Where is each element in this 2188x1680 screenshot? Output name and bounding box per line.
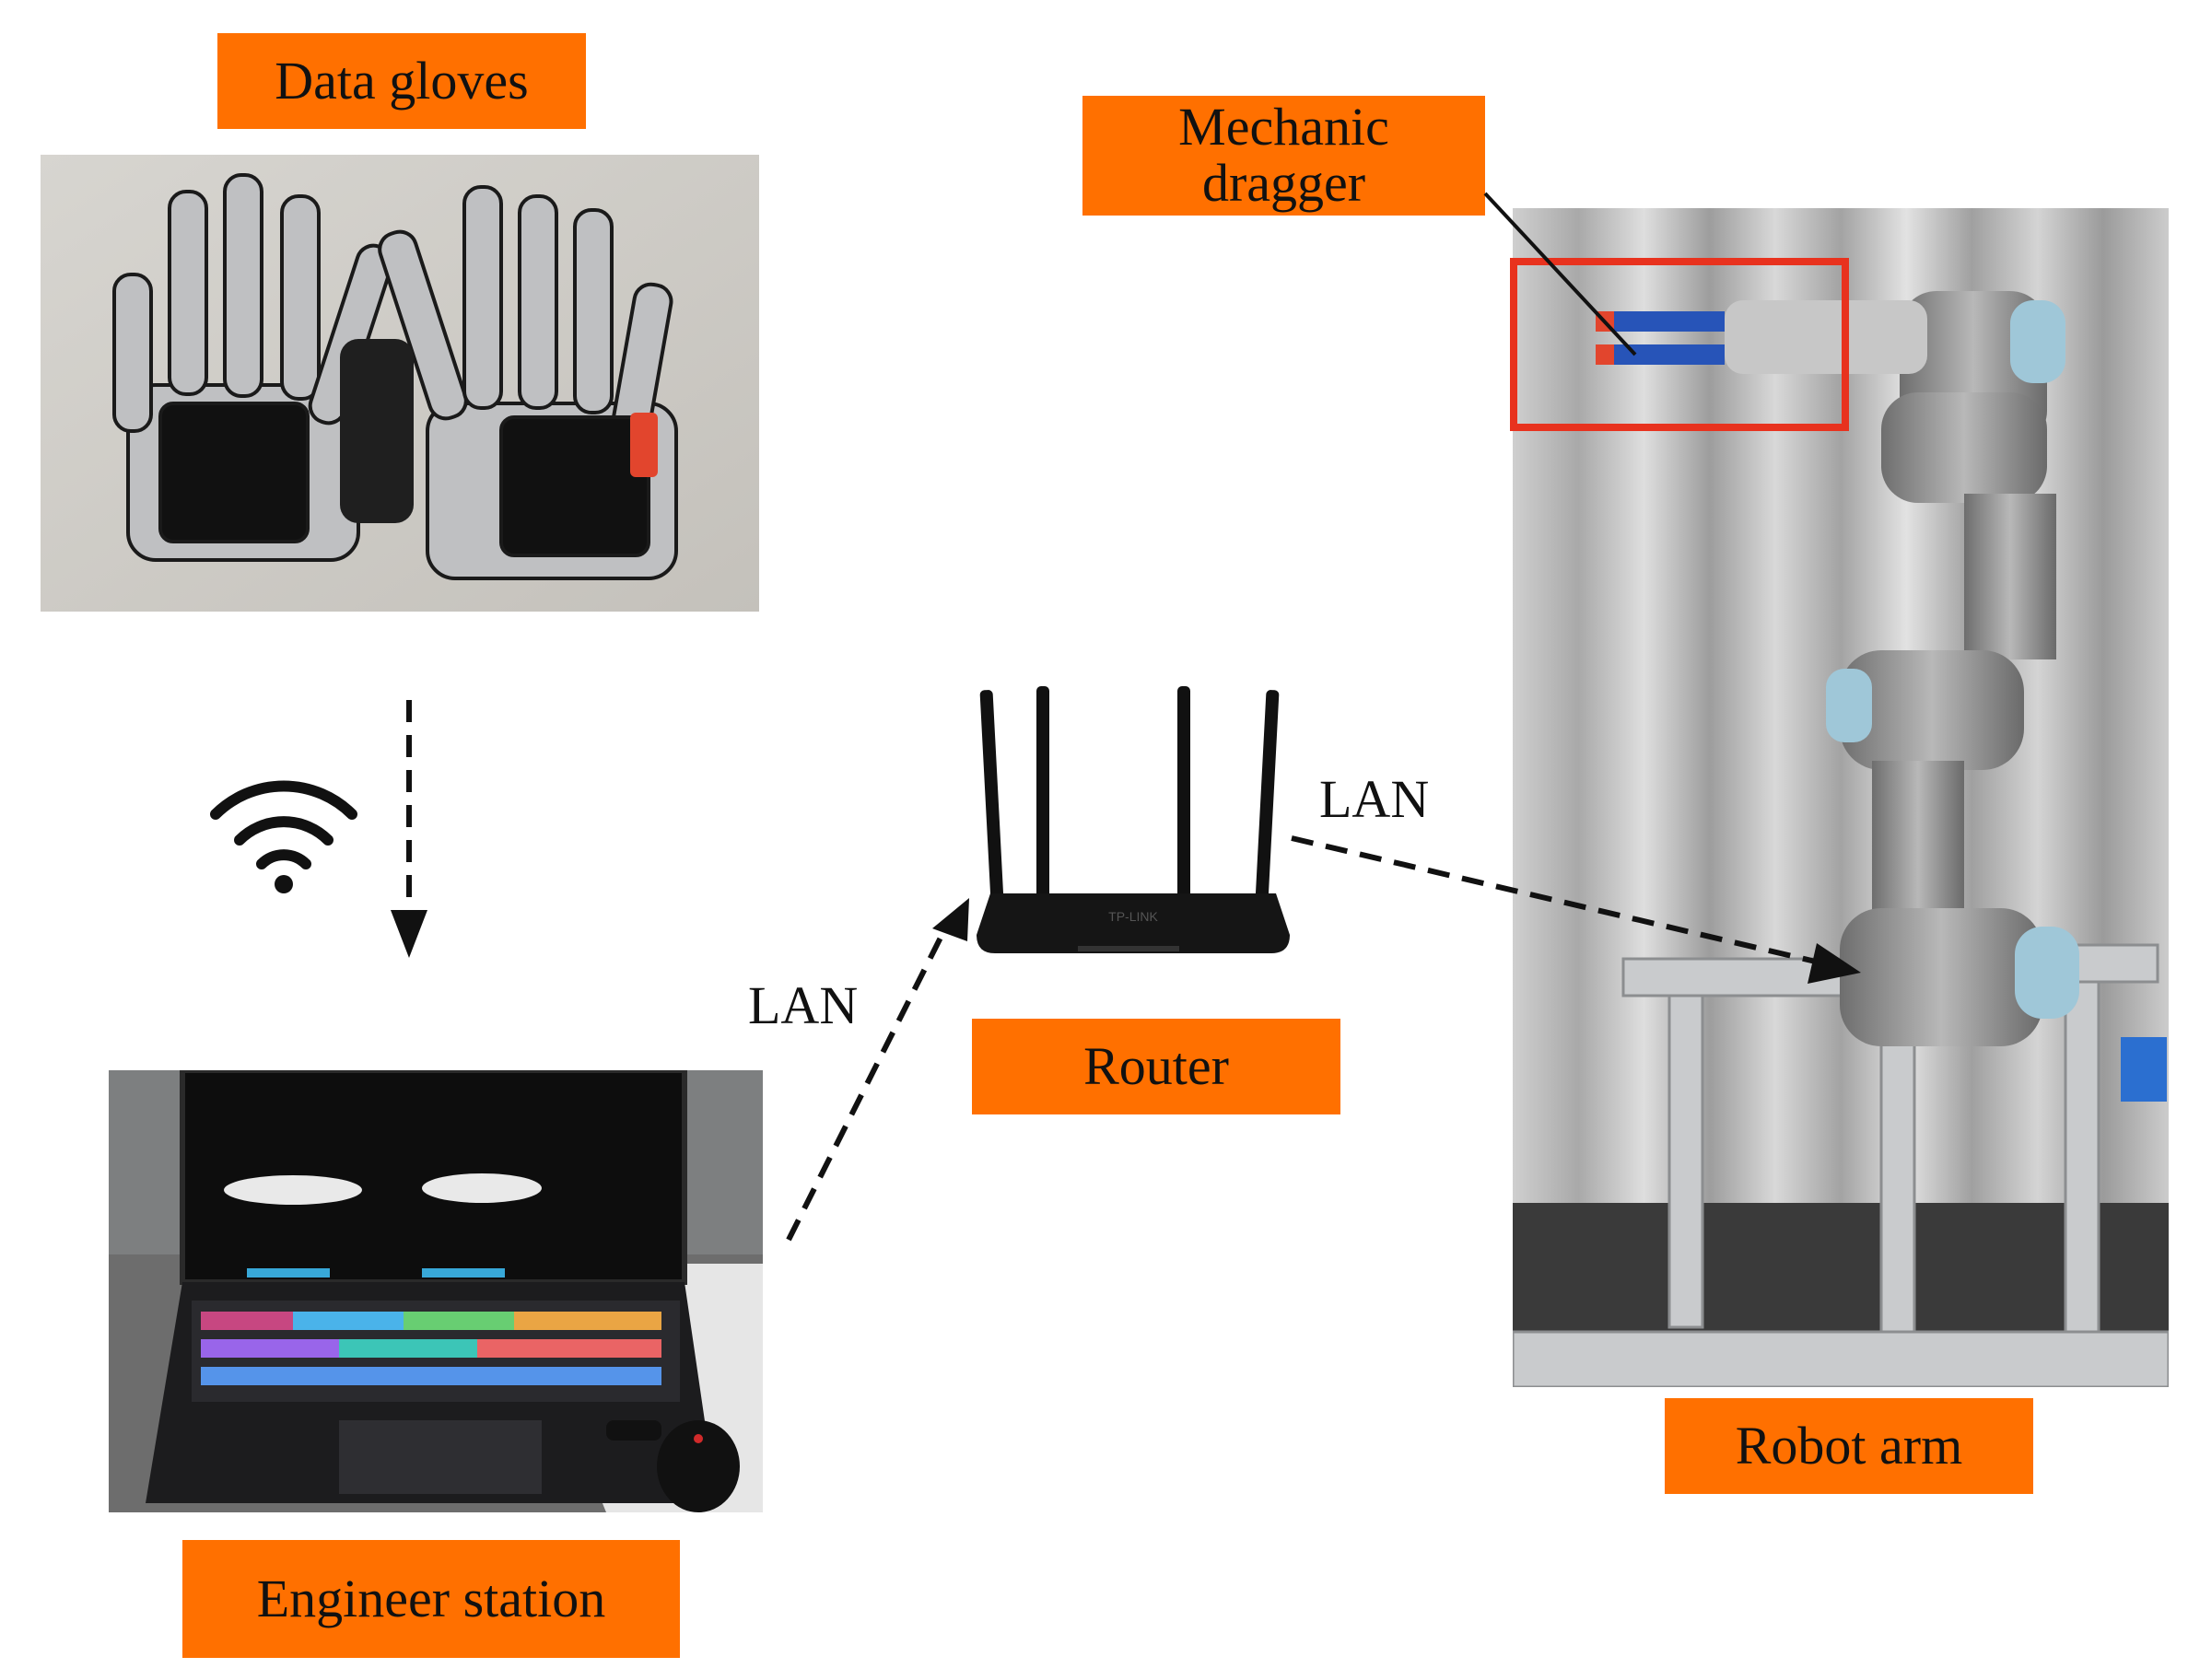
robot-arm-photo [1513, 208, 2169, 1387]
engineer-station-photo [109, 1070, 763, 1512]
station-to-router-arrow [786, 919, 952, 1242]
svg-text:TP-LINK: TP-LINK [1108, 909, 1158, 924]
router-label: Router [972, 1019, 1340, 1114]
router-photo: TP-LINK [967, 677, 1299, 990]
lan-label-left: LAN [748, 975, 859, 1035]
data-gloves-photo [41, 155, 759, 612]
left-glove [112, 173, 394, 562]
wifi-icon [203, 766, 365, 895]
robot-arm-label: Robot arm [1665, 1398, 2033, 1494]
mechanic-dragger-label: Mechanic dragger [1082, 96, 1485, 216]
router-to-robot-arrowhead [1808, 943, 1861, 984]
engineer-station-label: Engineer station [182, 1540, 680, 1658]
mechanic-dragger-highlight [1510, 258, 1849, 431]
router-to-robot-arrow [1291, 835, 1820, 965]
station-to-router-arrowhead [932, 898, 969, 941]
gloves-to-station-arrowhead [391, 910, 427, 958]
mechanic-dragger-connector [1483, 192, 1637, 356]
data-gloves-label: Data gloves [217, 33, 586, 129]
lan-label-right: LAN [1319, 769, 1430, 829]
right-glove [378, 185, 678, 580]
